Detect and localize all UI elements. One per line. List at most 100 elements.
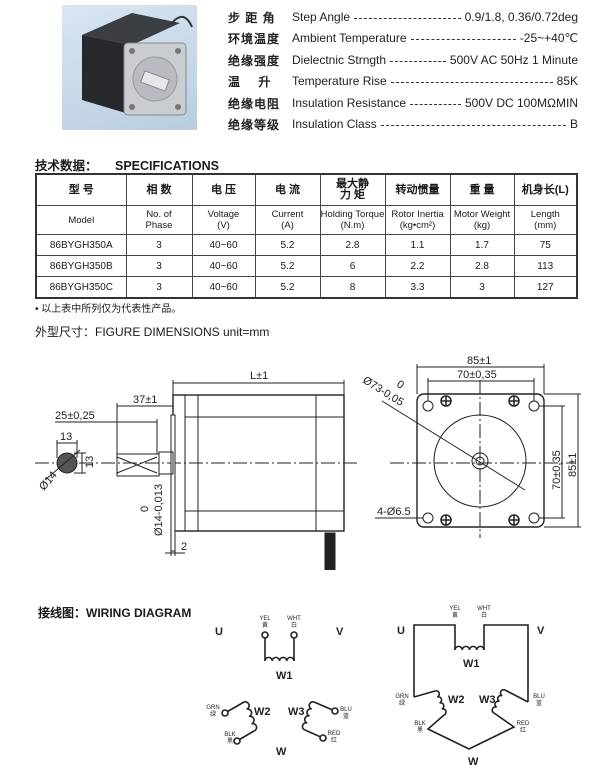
- spec-label-cn: 绝缘电阻: [228, 96, 281, 111]
- dim-70-side: 70±0,35: [551, 450, 563, 490]
- svg-text:黄: 黄: [262, 621, 268, 629]
- wire: [413, 690, 436, 698]
- heading-cn: 技术数据：: [35, 159, 98, 173]
- table-cell: 电 压: [191, 173, 256, 206]
- coil: [434, 690, 447, 716]
- table-cell: 3: [125, 234, 193, 256]
- table-cell: 6: [319, 255, 386, 277]
- dim-13-height: 13: [84, 456, 96, 468]
- spec-label-en: Insulation Resistance: [292, 96, 407, 110]
- terminal-u: U: [397, 625, 405, 637]
- svg-text:BLK: BLK: [414, 721, 425, 727]
- coil: [454, 645, 485, 651]
- winding-w1: W1: [276, 670, 293, 682]
- terminal-w: W: [468, 756, 479, 765]
- wire: [313, 701, 336, 712]
- leader-dashes: [380, 124, 566, 126]
- table-cell: 3.3: [384, 276, 451, 299]
- winding-w1: W1: [463, 658, 480, 670]
- dim-85-top: 85±1: [467, 355, 491, 367]
- svg-text:GRN: GRN: [395, 694, 408, 700]
- spec-label-en: Dielectnic Strngth: [292, 53, 387, 67]
- table-cell: 3: [125, 255, 193, 277]
- svg-text:WHT: WHT: [287, 616, 301, 622]
- spec-value: 500V DC 100MΩMIN: [464, 96, 578, 110]
- table-cell: Motor Weight (kg): [449, 205, 515, 235]
- dimensions-heading: 外型尺寸：FIGURE DIMENSIONS unit=mm: [35, 325, 270, 339]
- length-label: L±1: [250, 370, 268, 382]
- table-cell: 转动惯量: [384, 173, 451, 206]
- table-cell: 3: [449, 276, 515, 299]
- svg-text:BLU: BLU: [533, 694, 545, 700]
- table-cell: 40~60: [191, 276, 256, 299]
- table-cell: 2.8: [449, 255, 515, 277]
- spec-label-en: Insulation Class: [292, 117, 377, 131]
- wire: [413, 624, 456, 697]
- table-cell: Current (A): [254, 205, 321, 235]
- svg-text:GRN: GRN: [206, 705, 219, 711]
- dim-13-width: 13: [60, 431, 72, 443]
- table-cell: 最大静 力 矩: [319, 173, 386, 206]
- table-cell: 113: [513, 255, 578, 277]
- table-cell: Model: [35, 205, 127, 235]
- svg-text:白: 白: [481, 611, 487, 619]
- wire: [426, 712, 516, 750]
- leader-dashes: [410, 38, 516, 40]
- spec-label-cn: 绝缘强度: [228, 53, 281, 68]
- mounting-holes: 4-Ø6.5: [377, 506, 411, 518]
- coil: [264, 656, 295, 662]
- boss-tolerance-upper: 0: [394, 378, 406, 391]
- shaft-section: [56, 452, 78, 474]
- spec-value: 0.9/1.8, 0.36/0.72deg: [464, 10, 578, 24]
- terminal: [261, 631, 269, 639]
- svg-text:RED: RED: [328, 731, 341, 737]
- spec-label-cn: 环境温度: [228, 31, 281, 46]
- table-cell: 5.2: [254, 255, 321, 277]
- specifications-heading: 技术数据： SPECIFICATIONS: [35, 155, 219, 174]
- table-cell: 3: [125, 276, 193, 299]
- spec-value: 500V AC 50Hz 1 Minute: [449, 53, 578, 67]
- svg-text:RED: RED: [517, 721, 530, 727]
- terminal-v: V: [336, 626, 344, 638]
- spec-insulation-resistance: 绝缘电阻 Insulation Resistance 500V DC 100MΩMI…: [228, 94, 578, 112]
- shaft-tolerance-upper: 0: [139, 506, 151, 512]
- terminal-u: U: [215, 626, 223, 638]
- table-cell: 2.2: [384, 255, 451, 277]
- table-cell: 相 数: [125, 173, 193, 206]
- motor-front-view: [416, 393, 545, 528]
- winding-w2: W2: [448, 694, 465, 706]
- table-cell: 5.2: [254, 276, 321, 299]
- spec-label-en: Ambient Temperature: [292, 31, 407, 45]
- table-cell: 86BYGH350B: [35, 255, 127, 277]
- terminal-v: V: [537, 625, 545, 637]
- dim-70-top: 70±0,35: [457, 369, 497, 381]
- spec-label-cn: 温 升: [228, 74, 272, 89]
- table-cell: 40~60: [191, 234, 256, 256]
- wiring-heading: 接线图：WIRING DIAGRAM: [38, 606, 192, 620]
- dim-2: 2: [181, 541, 187, 553]
- table-cell: 86BYGH350A: [35, 234, 127, 256]
- terminal: [221, 709, 229, 717]
- winding-w2: W2: [254, 706, 271, 718]
- dimension-drawing: L±1 37±1 25±0,25 13 13 Ø14 0 Ø14-0,013 2…: [35, 355, 581, 570]
- coil: [491, 688, 506, 714]
- table-cell: 电 流: [254, 173, 321, 206]
- dim-85-side: 85±1: [567, 453, 579, 477]
- table-cell: 5.2: [254, 234, 321, 256]
- dim-37: 37±1: [133, 394, 157, 406]
- table-cell: 2.8: [319, 234, 386, 256]
